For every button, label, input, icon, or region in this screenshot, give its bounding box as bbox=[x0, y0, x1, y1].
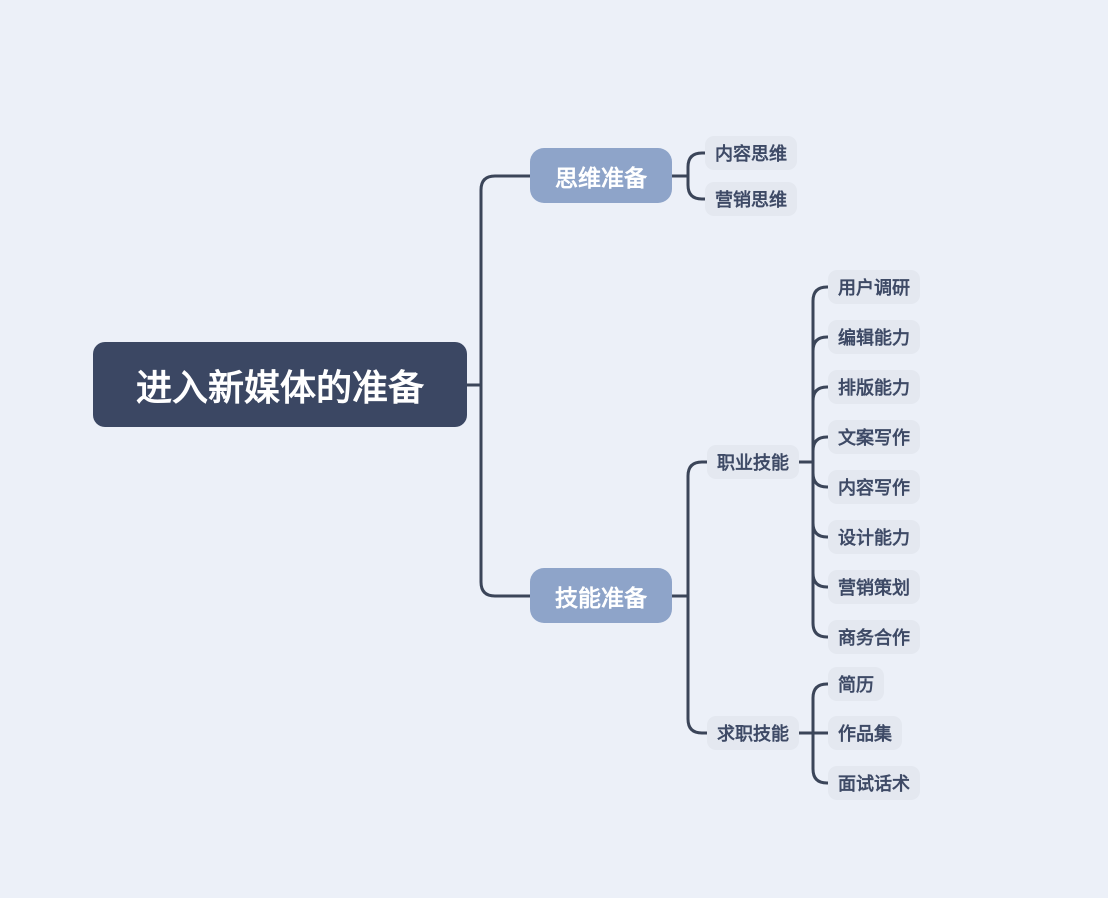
branch-mindset-prep[interactable]: 思维准备 bbox=[530, 148, 672, 203]
subtopic-career-skills[interactable]: 职业技能 bbox=[707, 445, 799, 479]
edge-career-leaf5 bbox=[811, 460, 830, 489]
edge-career-leaf3 bbox=[811, 385, 830, 464]
leaf-editing-ability[interactable]: 编辑能力 bbox=[828, 320, 920, 354]
leaf-user-research[interactable]: 用户调研 bbox=[828, 270, 920, 304]
edge-branch2-child2 bbox=[686, 594, 709, 735]
leaf-marketing-planning[interactable]: 营销策划 bbox=[828, 570, 920, 604]
leaf-copywriting[interactable]: 文案写作 bbox=[828, 420, 920, 454]
edge-jobhunt-leaf1 bbox=[811, 682, 830, 735]
edge-career-leaf4 bbox=[811, 435, 830, 464]
leaf-design-ability[interactable]: 设计能力 bbox=[828, 520, 920, 554]
edge-branch1-child1 bbox=[686, 151, 707, 178]
subtopic-jobhunt-skills[interactable]: 求职技能 bbox=[707, 716, 799, 750]
central-topic[interactable]: 进入新媒体的准备 bbox=[93, 342, 467, 427]
leaf-interview-script[interactable]: 面试话术 bbox=[828, 766, 920, 800]
edge-career-leaf6 bbox=[811, 460, 830, 539]
edge-branch1-child2 bbox=[686, 174, 707, 201]
edge-career-leaf8 bbox=[811, 460, 830, 639]
edge-career-leaf2 bbox=[811, 335, 830, 464]
branch-skill-prep[interactable]: 技能准备 bbox=[530, 568, 672, 623]
leaf-resume[interactable]: 简历 bbox=[828, 667, 884, 701]
edge-branch2-child1 bbox=[686, 460, 709, 598]
leaf-layout-ability[interactable]: 排版能力 bbox=[828, 370, 920, 404]
subtopic-content-thinking[interactable]: 内容思维 bbox=[705, 136, 797, 170]
edge-jobhunt-leaf3 bbox=[811, 731, 830, 785]
leaf-portfolio[interactable]: 作品集 bbox=[828, 716, 902, 750]
subtopic-marketing-thinking[interactable]: 营销思维 bbox=[705, 182, 797, 216]
edge-trunk-branches bbox=[479, 174, 532, 598]
leaf-content-writing[interactable]: 内容写作 bbox=[828, 470, 920, 504]
edge-career-leaf1 bbox=[811, 285, 830, 464]
edge-career-leaf7 bbox=[811, 460, 830, 589]
leaf-business-cooperation[interactable]: 商务合作 bbox=[828, 620, 920, 654]
